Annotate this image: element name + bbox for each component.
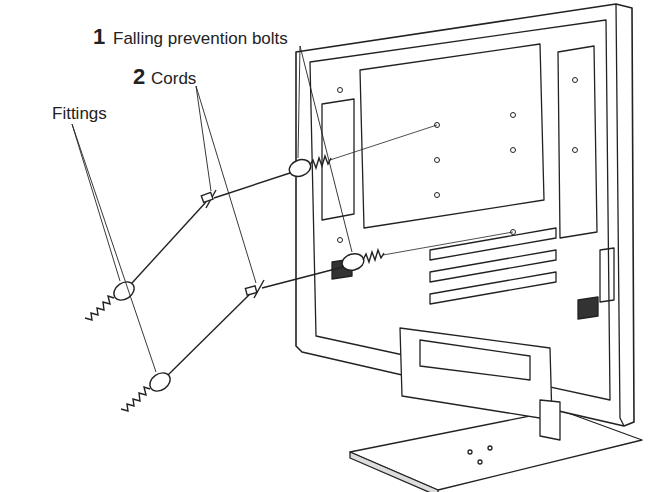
- bolt-hole: [435, 158, 440, 163]
- fitting-screw: [121, 387, 150, 411]
- stand-neck: [400, 328, 552, 420]
- stand-base-edge: [350, 452, 438, 492]
- fitting-screw: [85, 296, 114, 320]
- bolt-thread: [363, 250, 384, 262]
- guide-line: [330, 125, 437, 160]
- guide-line: [383, 232, 513, 255]
- cord-ferrule: [245, 286, 256, 295]
- side-bracket: [600, 248, 614, 302]
- stand-hole: [468, 450, 472, 454]
- cord: [168, 292, 252, 375]
- stand-hole: [478, 460, 482, 464]
- vent-slot: [430, 250, 556, 282]
- vent-slot: [430, 272, 556, 304]
- bolt-hole: [435, 193, 440, 198]
- leader-line: [196, 86, 211, 191]
- cord: [262, 267, 343, 288]
- part-label: Cords: [151, 70, 196, 87]
- stand-lever: [540, 400, 560, 440]
- bolt-eye: [340, 251, 365, 272]
- leader-line: [72, 124, 120, 281]
- panel-recess: [558, 46, 597, 238]
- bolt-hole: [511, 148, 516, 153]
- fitting-eye: [146, 369, 173, 395]
- cord: [214, 173, 290, 198]
- bolt-eye: [287, 157, 313, 180]
- bolt-hole: [338, 238, 343, 243]
- stand-plate: [420, 340, 530, 380]
- bolt-hole: [338, 88, 343, 93]
- vent-slot: [430, 228, 556, 260]
- callout-number: 2: [133, 66, 145, 88]
- stand-base: [350, 410, 642, 490]
- bolt-hole: [573, 78, 578, 83]
- cord: [132, 202, 206, 283]
- handle: [578, 297, 598, 319]
- part-label: Fittings: [52, 105, 107, 122]
- bolt-hole: [511, 113, 516, 118]
- stand-hole: [488, 446, 492, 450]
- part-label: Falling prevention bolts: [113, 30, 288, 47]
- tv-body: [296, 4, 634, 426]
- leader-line: [72, 124, 156, 372]
- cord-ferrule: [201, 192, 213, 202]
- leader-line: [298, 46, 300, 158]
- panel-recess: [360, 44, 544, 228]
- fitting-eye: [110, 278, 137, 304]
- bolt-hole: [573, 148, 578, 153]
- leader-line: [300, 46, 352, 252]
- leader-line: [196, 86, 256, 283]
- callout-number: 1: [93, 26, 105, 48]
- bezel-edge: [616, 4, 624, 426]
